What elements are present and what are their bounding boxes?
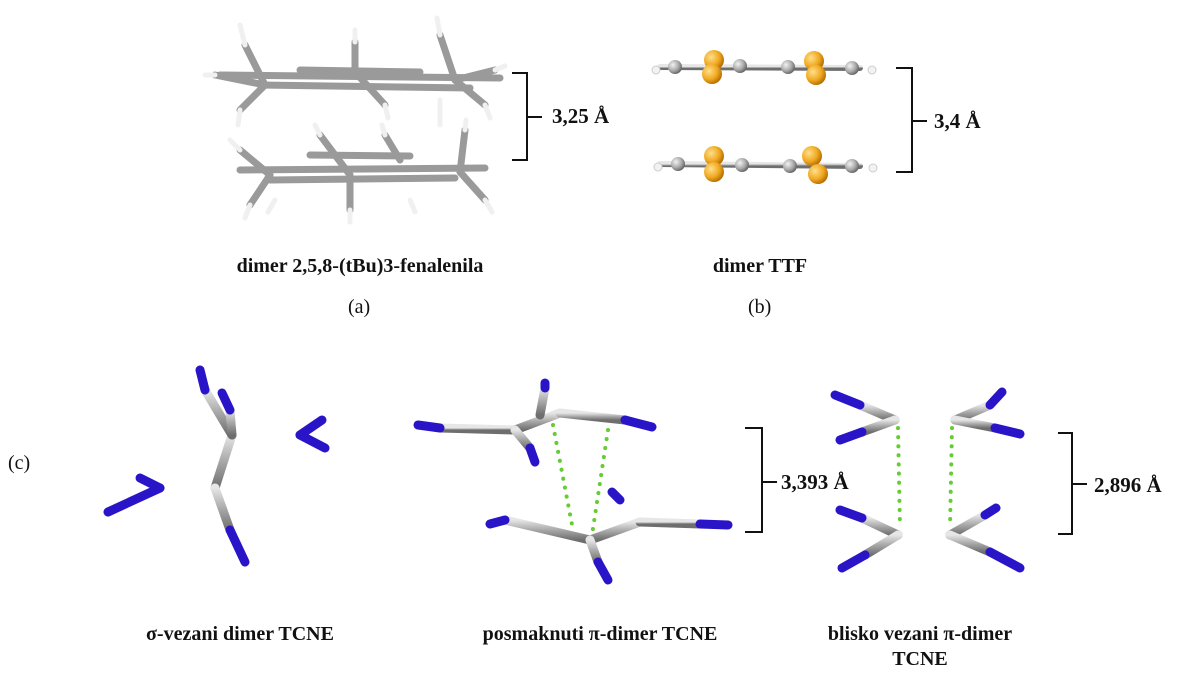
- distance-bracket-c3: [1058, 432, 1087, 535]
- caption-c2: posmaknuti π-dimer TCNE: [482, 623, 718, 645]
- distance-label-c2: 3,393 Å: [781, 470, 849, 494]
- distance-bracket-c2: [745, 427, 777, 533]
- phenalenyl-dimer-model: [202, 15, 508, 225]
- panel-label-a: (a): [348, 296, 371, 318]
- distance-label-a: 3,25 Å: [552, 104, 610, 128]
- caption-a: dimer 2,5,8-(tBu)3-fenalenila: [236, 255, 484, 277]
- caption-b: dimer TTF: [712, 255, 808, 277]
- distance-label-b: 3,4 Å: [934, 109, 981, 133]
- sigma-tcne-model: [103, 365, 330, 567]
- close-pi-dimer-model: [830, 387, 1025, 573]
- distance-label-c3: 2,896 Å: [1094, 473, 1162, 497]
- panel-label-b: (b): [748, 296, 772, 318]
- panel-label-c: (c): [8, 452, 31, 474]
- caption-c3-line1: blisko vezani π-dimer: [827, 623, 1013, 645]
- distance-bracket-a: [512, 72, 542, 161]
- caption-c1: σ-vezani dimer TCNE: [146, 623, 334, 645]
- ttf-dimer-model: [651, 50, 878, 184]
- distance-bracket-b: [896, 67, 927, 173]
- slipped-pi-dimer-model: [413, 378, 733, 585]
- caption-c3-line2: TCNE: [892, 648, 948, 670]
